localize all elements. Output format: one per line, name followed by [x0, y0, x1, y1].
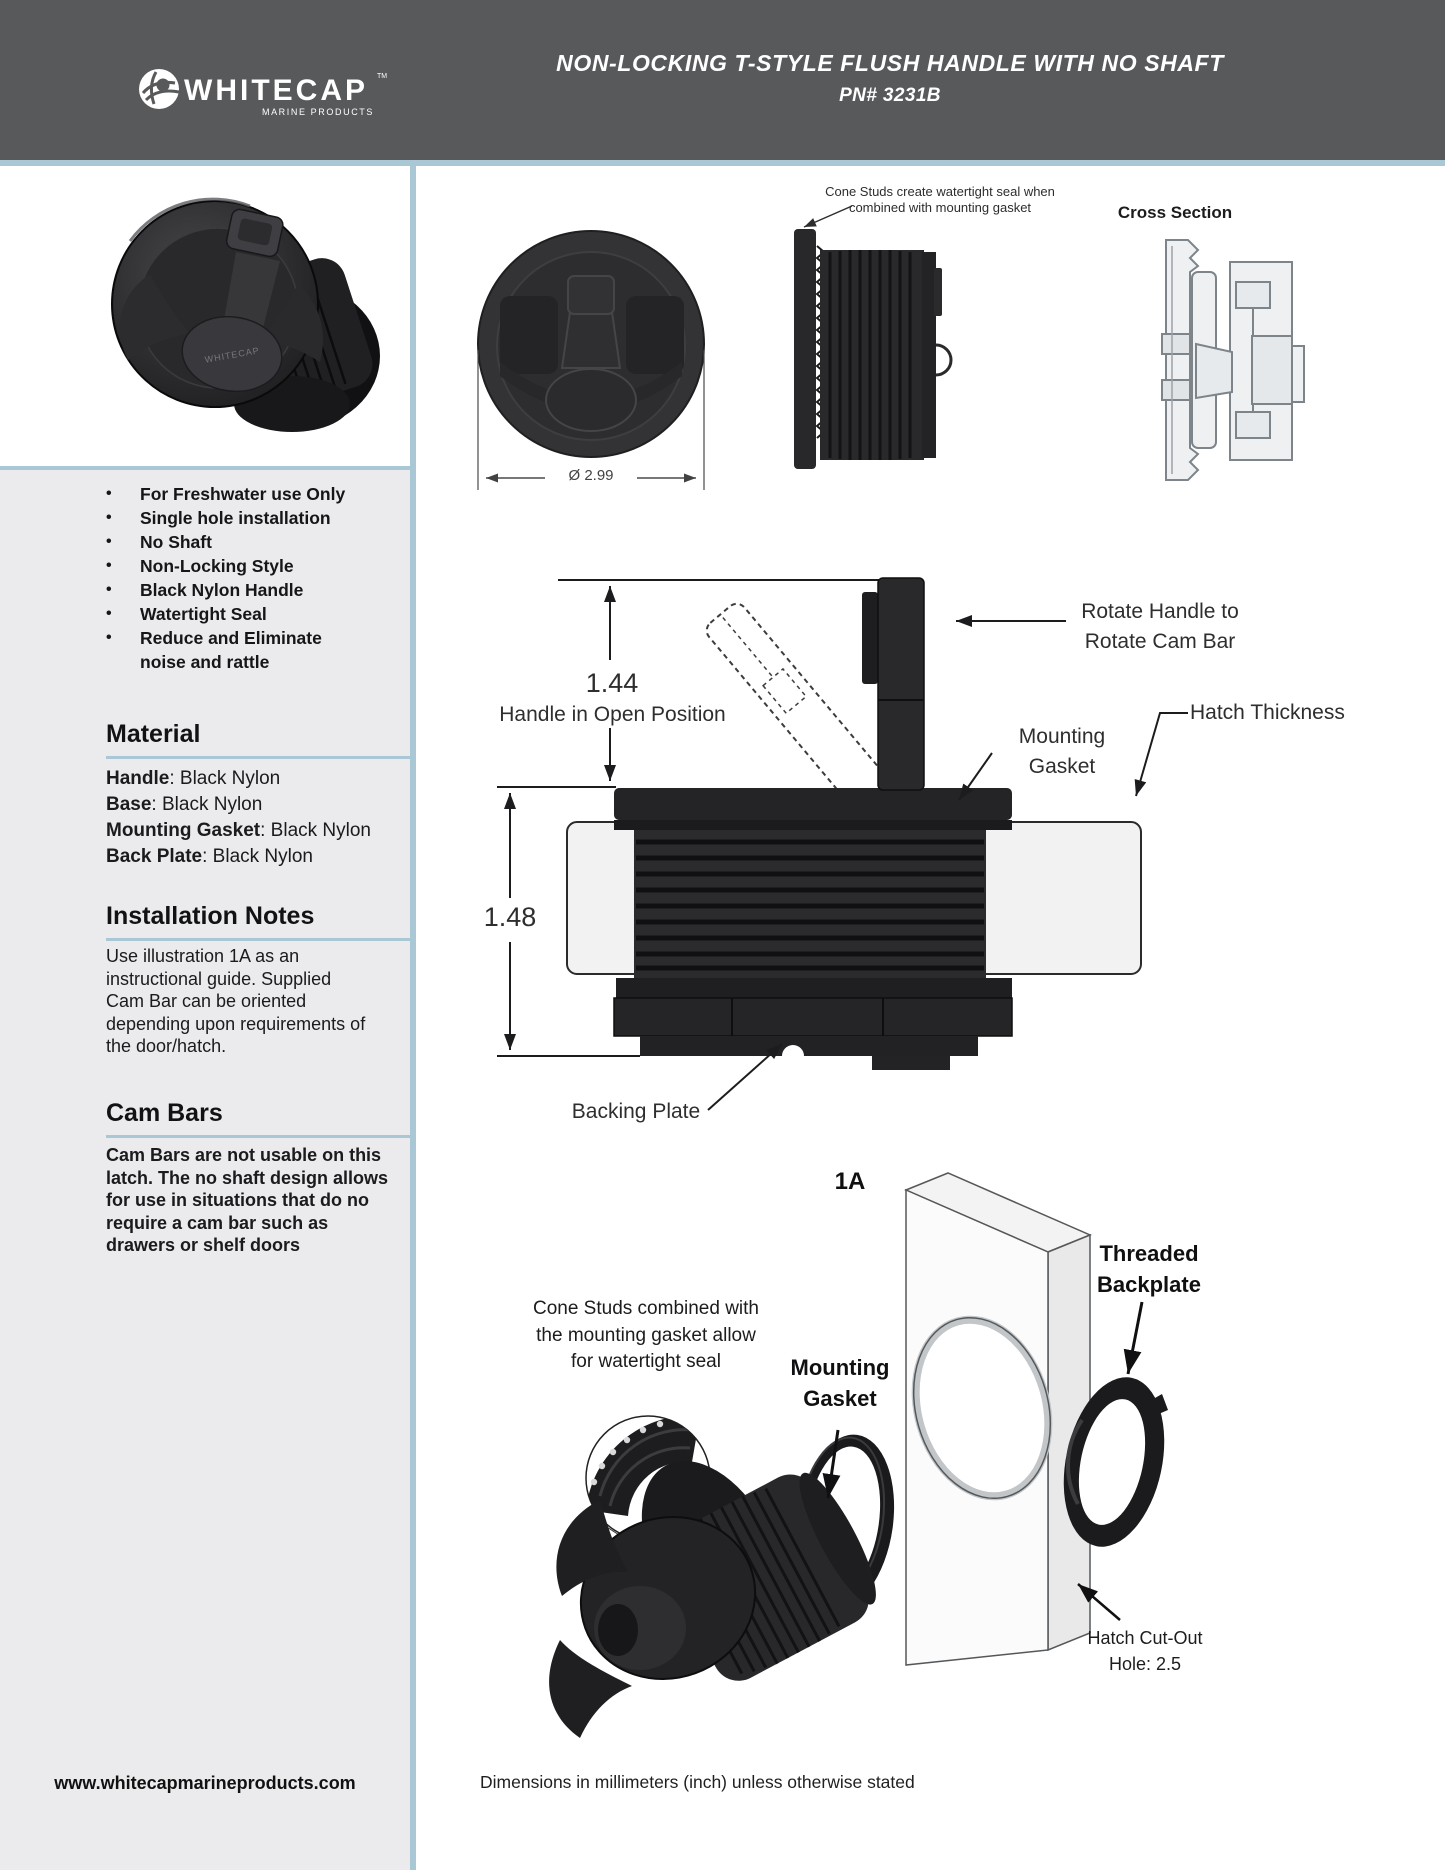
threaded-body [634, 824, 986, 978]
title-line2-part-number: PN# 3231B [839, 85, 941, 106]
material-row: Back Plate: Black Nylon [106, 846, 313, 867]
mounting-gasket-exploded-label: Mounting Gasket [790, 1355, 890, 1411]
mounting-gasket-flange [614, 788, 1012, 830]
mounting-gasket-leader [958, 752, 993, 801]
latch-assembly-drawing [549, 1461, 876, 1738]
bullet-icon: • [106, 557, 112, 574]
hatch-cutout-label: Hatch Cut-Out Hole: 2.5 [1087, 1628, 1203, 1674]
feature-item: •Reduce and Eliminate noise and rattle [106, 628, 322, 672]
bullet-icon: • [106, 509, 112, 526]
cross-section-label: Cross Section [1117, 203, 1233, 222]
diameter-dimension: Ø 2.99 [568, 467, 614, 484]
hatch-thickness-label: Hatch Thickness [1190, 701, 1345, 724]
mounting-gasket-arrow [822, 1429, 841, 1499]
feature-item: •Non-Locking Style [106, 556, 294, 576]
handle-closed [862, 577, 925, 791]
installation-notes-body: Use illustration 1A as an instructional … [106, 946, 366, 1056]
material-row: Base: Black Nylon [106, 794, 263, 815]
logo-brand-text: WHITECAP [184, 74, 368, 107]
figure-1a-label: 1A [834, 1168, 866, 1195]
bullet-icon: • [106, 533, 112, 550]
bullet-icon: • [106, 581, 112, 598]
title-line1: NON-LOCKING T-STYLE FLUSH HANDLE WITH NO… [556, 50, 1224, 76]
bullet-icon: • [106, 629, 112, 646]
feature-item: •Single hole installation [106, 508, 331, 528]
dimensions-note: Dimensions in millimeters (inch) unless … [480, 1772, 915, 1792]
logo-tagline: MARINE PRODUCTS [262, 107, 374, 117]
feature-item: •Watertight Seal [106, 604, 267, 624]
hatch-cutout-arrow [1077, 1583, 1121, 1621]
sidebar: •For Freshwater use Only •Single hole in… [0, 470, 410, 1870]
bullet-icon: • [106, 485, 112, 502]
backing-plate-label: Backing Plate [571, 1100, 701, 1123]
cam-bars-body: Cam Bars are not usable on this latch. T… [106, 1145, 389, 1255]
logo-tm: TM [377, 73, 387, 80]
handle-open-label: Handle in Open Position [499, 703, 726, 726]
threaded-backplate-arrow [1123, 1301, 1144, 1375]
header-bar: WHITECAP TM MARINE PRODUCTS NON-LOCKING … [0, 0, 1445, 160]
installation-notes-heading: Installation Notes [106, 902, 410, 941]
product-photo: WHITECAP [111, 197, 380, 432]
threaded-backplate-label: Threaded Backplate [1097, 1241, 1201, 1297]
header-divider-line [0, 160, 1445, 166]
feature-item: •No Shaft [106, 532, 212, 552]
feature-item: •Black Nylon Handle [106, 580, 304, 600]
hatch-hole [911, 1315, 1053, 1501]
material-rows: Handle: Black Nylon Base: Black Nylon Mo… [106, 766, 406, 870]
total-height-dimension: 1.48 [483, 902, 537, 932]
material-row: Handle: Black Nylon [106, 768, 281, 789]
website-link[interactable]: www.whitecapmarineproducts.com [54, 1773, 356, 1793]
cam-bars-heading: Cam Bars [106, 1099, 410, 1138]
whitecap-logo: WHITECAP TM MARINE PRODUCTS [139, 69, 387, 117]
installed-view-drawing [497, 577, 1188, 1111]
column-divider-line [410, 166, 416, 1870]
threaded-backplate-ring [1063, 1377, 1168, 1547]
backing-plate-shape [613, 978, 1013, 1070]
wave-logo-icon [139, 69, 180, 109]
feature-list: •For Freshwater use Only •Single hole in… [106, 482, 386, 674]
exploded-view-drawing [549, 1172, 1168, 1738]
material-heading: Material [106, 720, 410, 759]
open-height-dimension: 1.44 [585, 668, 639, 698]
bullet-icon: • [106, 605, 112, 622]
side-view-drawing [794, 205, 953, 469]
cone-studs-annotation: Cone Studs create watertight seal when c… [825, 184, 1055, 215]
product-photo-box: WHITECAP [0, 166, 410, 470]
cross-section-drawing [1161, 239, 1305, 481]
feature-item: •For Freshwater use Only [106, 484, 346, 504]
rotate-handle-label: Rotate Handle to Rotate Cam Bar [1081, 600, 1239, 653]
mounting-gasket-label: Mounting Gasket [1018, 725, 1106, 778]
hatch-thickness-leader [1134, 712, 1188, 797]
material-row: Mounting Gasket: Black Nylon [106, 820, 371, 841]
document-title: NON-LOCKING T-STYLE FLUSH HANDLE WITH NO… [420, 50, 1360, 107]
backing-plate-leader [707, 1043, 783, 1111]
hatch-panel [904, 1172, 1092, 1666]
front-view-drawing [477, 230, 705, 490]
cone-studs-exploded-note: Cone Studs combined with the mounting ga… [532, 1298, 759, 1372]
